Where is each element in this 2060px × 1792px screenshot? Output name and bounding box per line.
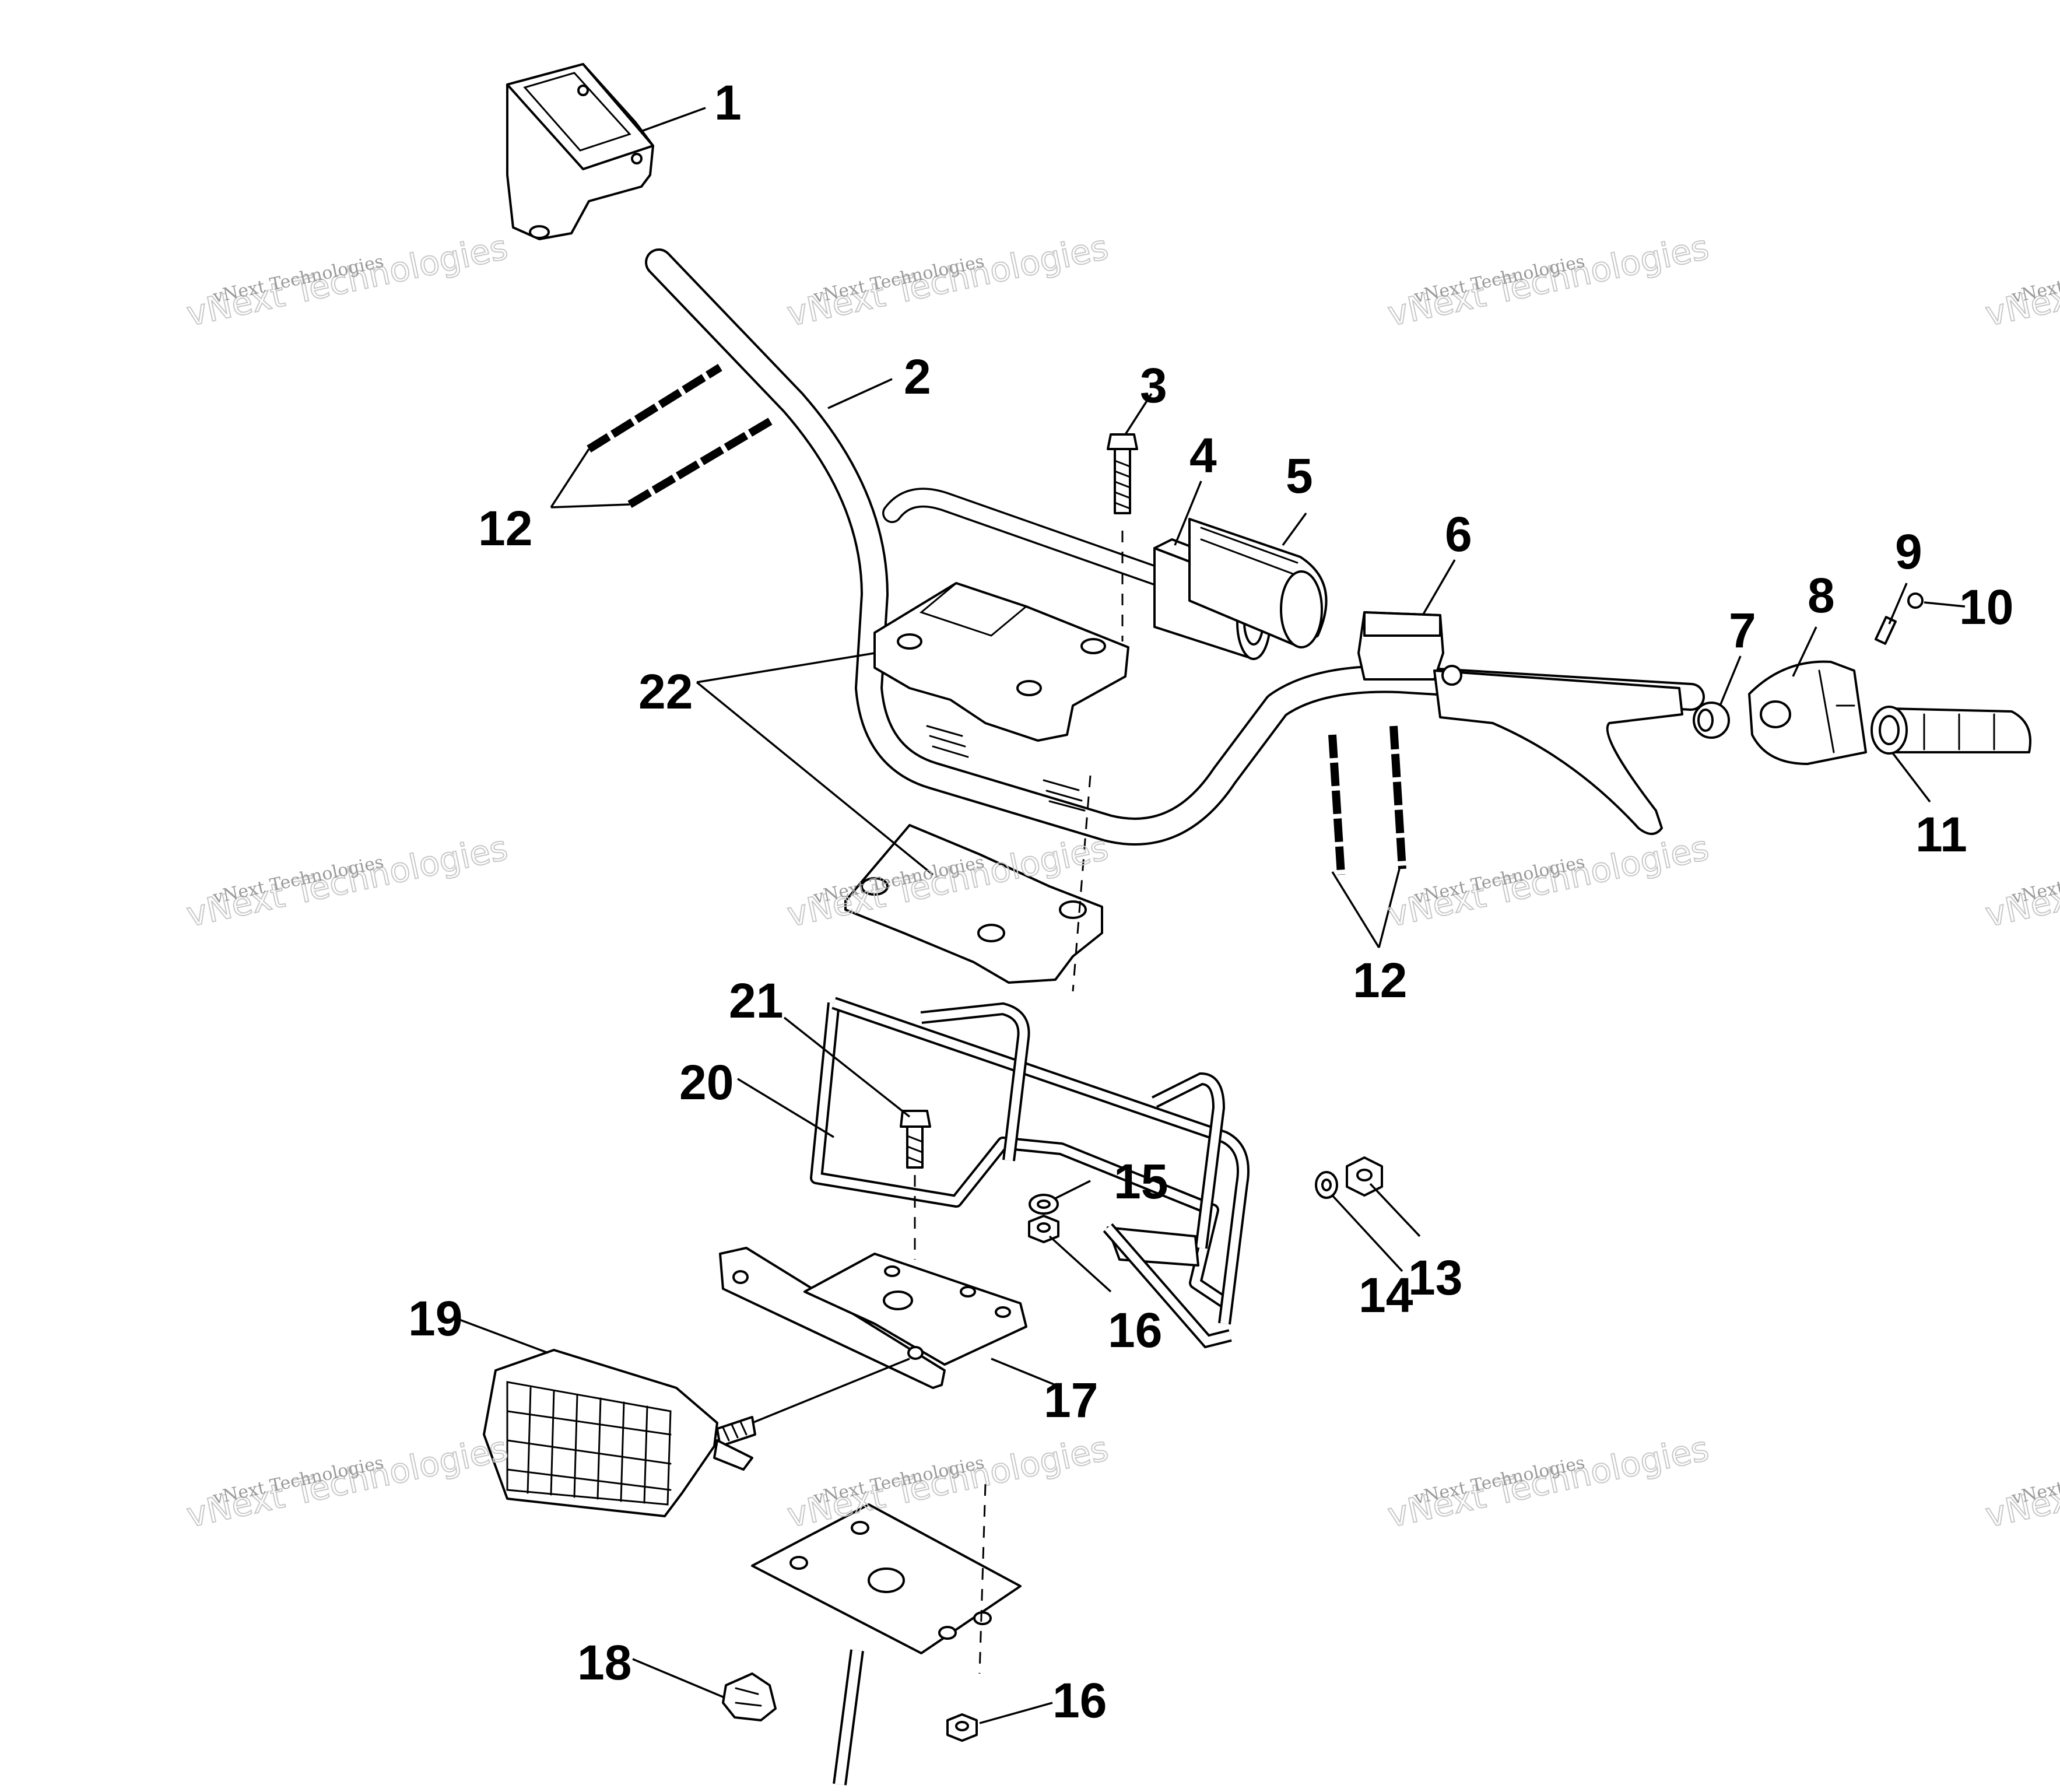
callout-7: 7	[1729, 603, 1756, 658]
callout-14: 14	[1359, 1268, 1413, 1323]
part-9-screw	[1874, 616, 1897, 645]
callout-15: 15	[1114, 1154, 1168, 1209]
lower-mounting-plate	[751, 1484, 1022, 1786]
callout-3: 3	[1140, 358, 1167, 413]
callout-12-right: 12	[1353, 953, 1407, 1008]
part-5-pad-cover	[1188, 518, 1328, 648]
callout-4: 4	[1189, 428, 1217, 483]
callout-13: 13	[1408, 1250, 1462, 1305]
callout-21: 21	[729, 973, 783, 1028]
watermark-large: vNext Technologies	[784, 227, 1111, 334]
callout-2: 2	[904, 349, 931, 404]
part-15-washer	[1029, 1194, 1059, 1215]
watermark-large: vNext Technologies	[784, 1429, 1111, 1535]
part-14-washer	[1315, 1171, 1338, 1199]
callout-9: 9	[1895, 524, 1922, 579]
watermark-small: vNext Technologies	[2009, 852, 2060, 908]
leader-lines	[454, 107, 1966, 1724]
part-10-screw	[1907, 592, 1924, 609]
part-18-clip	[722, 1672, 777, 1721]
callout-22: 22	[638, 664, 693, 719]
part-22-lower-clamp	[844, 775, 1103, 992]
part-19-headlight	[483, 1349, 910, 1517]
part-12-cable-ties-left	[587, 364, 775, 509]
part-12-cable-ties-right	[1328, 725, 1406, 875]
callout-6: 6	[1445, 507, 1472, 562]
part-7-spacer	[1693, 702, 1730, 739]
part-3-bolt	[1107, 433, 1138, 641]
watermark-small: vNext Technologies	[2009, 251, 2060, 307]
callout-16-lower: 16	[1052, 1673, 1107, 1728]
part-16-nut-lower	[946, 1713, 978, 1742]
part-22-upper-clamp	[873, 582, 1129, 742]
callout-10: 10	[1959, 580, 2013, 634]
part-8-throttle-housing	[1748, 660, 1867, 765]
part-11-grip	[1871, 706, 2031, 755]
watermark-large: vNext Technologies	[183, 1429, 511, 1535]
part-16-nut-upper	[1028, 1215, 1059, 1243]
callout-19: 19	[408, 1291, 462, 1346]
callout-18: 18	[577, 1635, 631, 1690]
part-20-light-bracket	[810, 997, 1250, 1349]
callout-11: 11	[1915, 807, 1967, 862]
callout-8: 8	[1808, 568, 1835, 623]
watermark-large: vNext Technologies	[183, 227, 511, 334]
callout-labels: 1 2 3 4 5 6 7 8 9 10 11 12 12 13 14 15 1…	[408, 75, 2013, 1728]
part-17-mounting-plate	[719, 1247, 1027, 1389]
callout-20: 20	[679, 1055, 734, 1110]
watermark-large: vNext Technologies	[1384, 1429, 1712, 1535]
part-6-brake-lever	[1357, 611, 1683, 835]
callout-16-upper: 16	[1108, 1303, 1162, 1358]
watermark-large: vNext Technologies	[1384, 227, 1712, 334]
watermark-small: vNext Technologies	[2009, 1453, 2060, 1509]
callout-5: 5	[1286, 448, 1313, 503]
callout-17: 17	[1044, 1373, 1098, 1428]
watermark-large: vNext Technologies	[183, 828, 511, 935]
callout-1: 1	[714, 75, 742, 130]
part-21-bolt	[900, 1110, 931, 1260]
part-2-handlebar	[645, 248, 1705, 846]
callout-12-left: 12	[478, 501, 532, 556]
part-1-master-cylinder	[506, 63, 654, 240]
watermark-large: vNext Technologies	[1384, 828, 1712, 935]
